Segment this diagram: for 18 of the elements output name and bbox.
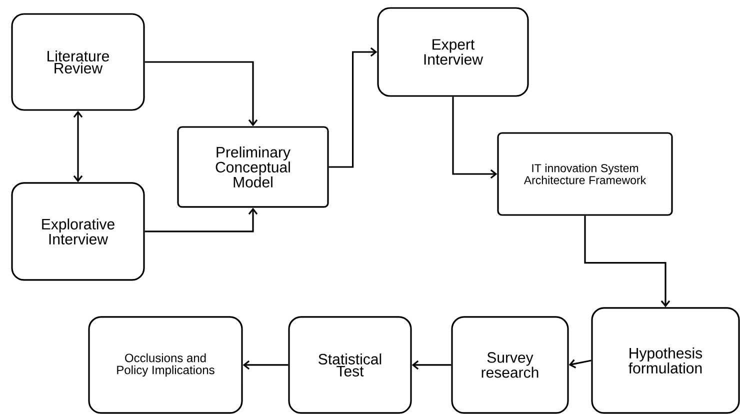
arrow — [412, 360, 452, 370]
arrow — [584, 216, 670, 308]
process-box: Statistical Test — [288, 316, 412, 414]
arrow — [73, 110, 83, 182]
process-box: Literature Review — [11, 13, 145, 111]
arrow — [242, 360, 288, 370]
process-box: IT innovation System Architecture Framework — [497, 132, 673, 216]
arrow — [144, 208, 258, 232]
arrow — [144, 61, 258, 126]
process-box: Explorative Interview — [11, 182, 145, 281]
process-box: Expert Interview — [377, 7, 529, 97]
arrow — [452, 96, 498, 179]
process-box: Hypothesis formulation — [591, 307, 740, 414]
process-box: Preliminary Conceptual Model — [177, 126, 329, 208]
process-box: Occlusions and Policy Implications — [88, 316, 243, 414]
arrow — [328, 47, 378, 168]
process-box: Survey research — [451, 316, 569, 414]
arrow — [568, 359, 592, 368]
